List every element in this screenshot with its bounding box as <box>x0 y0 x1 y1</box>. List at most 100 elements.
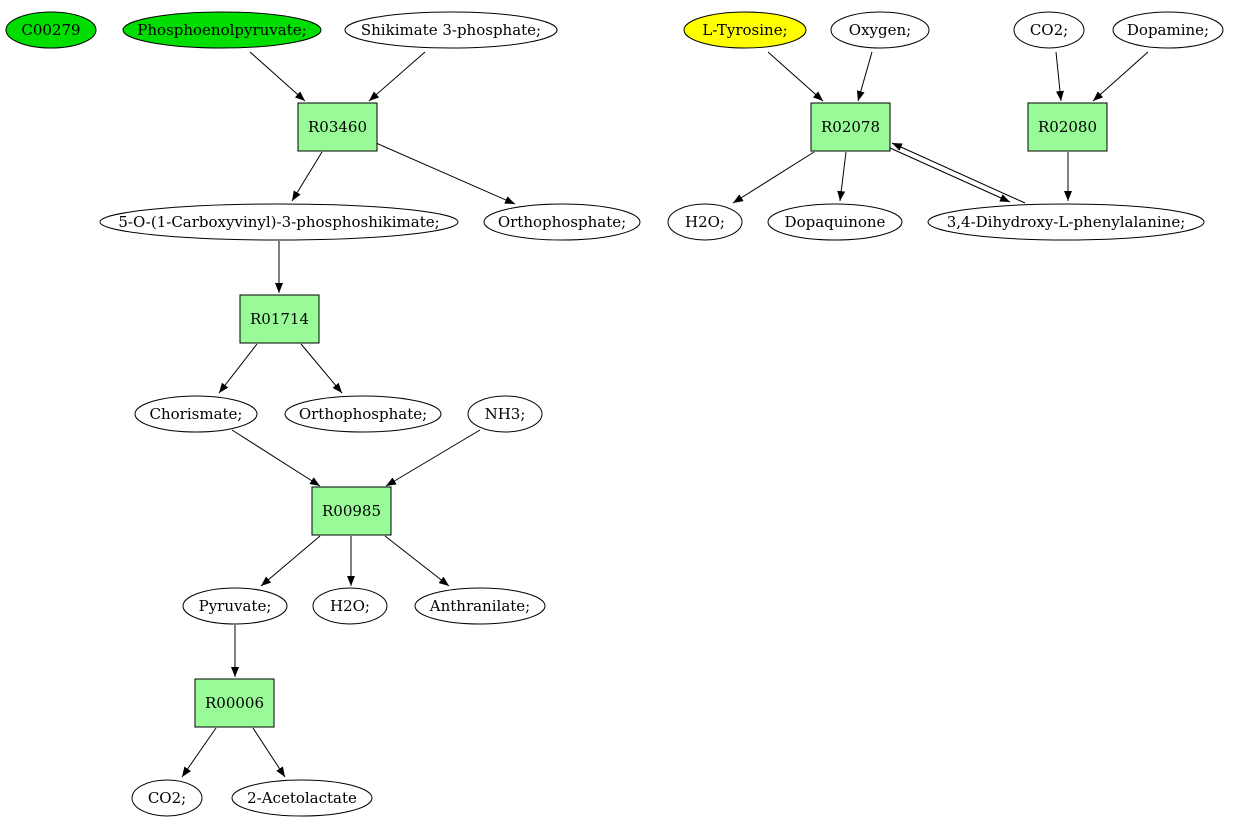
reaction-label: R00985 <box>322 502 381 520</box>
compound-node-pi2[interactable]: Orthophosphate; <box>284 395 442 433</box>
edge-ltyr-to-r02078 <box>767 51 824 102</box>
edge-r00985-to-pyr <box>260 535 321 587</box>
compound-label: 2-Acetolactate <box>247 789 357 807</box>
compound-node-anth[interactable]: Anthranilate; <box>414 587 546 625</box>
edge-s3p-to-r03460 <box>368 51 426 102</box>
compound-shape <box>414 587 546 625</box>
edge-pep-to-r03460 <box>249 51 306 102</box>
edge-ldopa-to-r02078 <box>891 142 1026 204</box>
edge-oxy-to-r02078 <box>856 51 873 102</box>
reaction-node-r00006[interactable]: R00006 <box>194 678 275 728</box>
compound-shape <box>284 395 442 433</box>
edge-r03460-to-pi1 <box>375 142 516 205</box>
compound-shape <box>483 203 641 241</box>
compound-label: Phosphoenolpyruvate; <box>137 21 306 39</box>
reaction-label: R00006 <box>205 694 264 712</box>
compound-label: Orthophosphate; <box>498 213 626 231</box>
compound-shape <box>99 203 459 241</box>
compound-label: H2O; <box>685 213 725 231</box>
compound-label: NH3; <box>485 405 526 423</box>
reaction-node-r02078[interactable]: R02078 <box>810 102 891 152</box>
compound-label: Chorismate; <box>150 405 243 423</box>
compound-node-dopamine[interactable]: Dopamine; <box>1112 11 1224 49</box>
compound-node-h2ob[interactable]: H2O; <box>312 587 388 625</box>
edge-r02078-to-dopaq <box>837 151 847 202</box>
compound-node-co2a[interactable]: CO2; <box>1013 11 1085 49</box>
compound-label: C00279 <box>21 21 80 39</box>
compound-node-s3p[interactable]: Shikimate 3-phosphate; <box>344 11 558 49</box>
compound-node-nh3[interactable]: NH3; <box>467 395 543 433</box>
compound-node-pyr[interactable]: Pyruvate; <box>182 587 288 625</box>
edge-chor-to-r00985 <box>231 429 321 487</box>
compound-node-h2oa[interactable]: H2O; <box>667 203 743 241</box>
nodes-layer: C00279 Phosphoenolpyruvate; Shikimate 3-ph… <box>5 11 1224 817</box>
edge-r01714-to-chor <box>218 343 258 394</box>
compound-shape <box>182 587 288 625</box>
reaction-label: R01714 <box>250 310 309 328</box>
edge-r03460-to-epsp <box>291 151 323 202</box>
reaction-shape <box>810 102 891 152</box>
edge-nh3-to-r00985 <box>385 429 481 487</box>
compound-label: Orthophosphate; <box>299 405 427 423</box>
compound-node-pi1[interactable]: Orthophosphate; <box>483 203 641 241</box>
compound-label: Pyruvate; <box>199 597 272 615</box>
compound-label: H2O; <box>330 597 370 615</box>
compound-label: 5-O-(1-Carboxyvinyl)-3-phosphoshikimate; <box>118 213 439 231</box>
compound-node-chor[interactable]: Chorismate; <box>134 395 258 433</box>
compound-shape <box>667 203 743 241</box>
compound-label: Shikimate 3-phosphate; <box>361 21 541 39</box>
reaction-label: R02080 <box>1038 118 1097 136</box>
compound-node-c00279[interactable]: C00279 <box>5 11 97 49</box>
compound-shape <box>683 11 807 49</box>
edge-r00985-to-anth <box>384 535 450 587</box>
edge-r00006-to-acetol <box>252 727 286 778</box>
compound-node-dopaq[interactable]: Dopaquinone <box>767 203 903 241</box>
reaction-node-r00985[interactable]: R00985 <box>311 486 392 536</box>
compound-label: 3,4-Dihydroxy-L-phenylalanine; <box>947 213 1186 231</box>
compound-shape <box>231 779 373 817</box>
compound-label: CO2; <box>148 789 186 807</box>
compound-label: L-Tyrosine; <box>702 21 787 39</box>
reaction-label: R03460 <box>308 118 367 136</box>
compound-shape <box>344 11 558 49</box>
compound-shape <box>134 395 258 433</box>
reaction-shape <box>311 486 392 536</box>
compound-node-acetol[interactable]: 2-Acetolactate <box>231 779 373 817</box>
compound-shape <box>927 203 1205 241</box>
compound-node-ltyr[interactable]: L-Tyrosine; <box>683 11 807 49</box>
compound-node-pep[interactable]: Phosphoenolpyruvate; <box>122 11 322 49</box>
compound-shape <box>5 11 97 49</box>
compound-label: Dopamine; <box>1127 21 1209 39</box>
compound-shape <box>1112 11 1224 49</box>
edge-r00006-to-co2b <box>181 727 217 778</box>
edge-dopamine-to-r02080 <box>1092 51 1149 102</box>
reaction-shape <box>297 102 378 152</box>
compound-shape <box>830 11 930 49</box>
compound-label: Oxygen; <box>849 21 911 39</box>
compound-shape <box>131 779 203 817</box>
compound-shape <box>312 587 388 625</box>
reaction-label: R02078 <box>821 118 880 136</box>
compound-label: Anthranilate; <box>429 597 530 615</box>
reaction-shape <box>194 678 275 728</box>
reaction-node-r02080[interactable]: R02080 <box>1027 102 1108 152</box>
compound-shape <box>767 203 903 241</box>
compound-shape <box>467 395 543 433</box>
compound-label: Dopaquinone <box>785 213 886 231</box>
reaction-shape <box>239 294 320 344</box>
compound-shape <box>1013 11 1085 49</box>
edge-co2a-to-r02080 <box>1055 51 1064 102</box>
compound-node-epsp[interactable]: 5-O-(1-Carboxyvinyl)-3-phosphoshikimate; <box>99 203 459 241</box>
reaction-node-r01714[interactable]: R01714 <box>239 294 320 344</box>
compound-label: CO2; <box>1030 21 1068 39</box>
compound-node-ldopa[interactable]: 3,4-Dihydroxy-L-phenylalanine; <box>927 203 1205 241</box>
edges-layer <box>181 51 1149 778</box>
reaction-shape <box>1027 102 1108 152</box>
edge-r02078-to-ldopa <box>889 147 1011 203</box>
edge-r01714-to-pi2 <box>300 343 343 394</box>
compound-node-co2b[interactable]: CO2; <box>131 779 203 817</box>
compound-shape <box>122 11 322 49</box>
reaction-node-r03460[interactable]: R03460 <box>297 102 378 152</box>
compound-node-oxy[interactable]: Oxygen; <box>830 11 930 49</box>
